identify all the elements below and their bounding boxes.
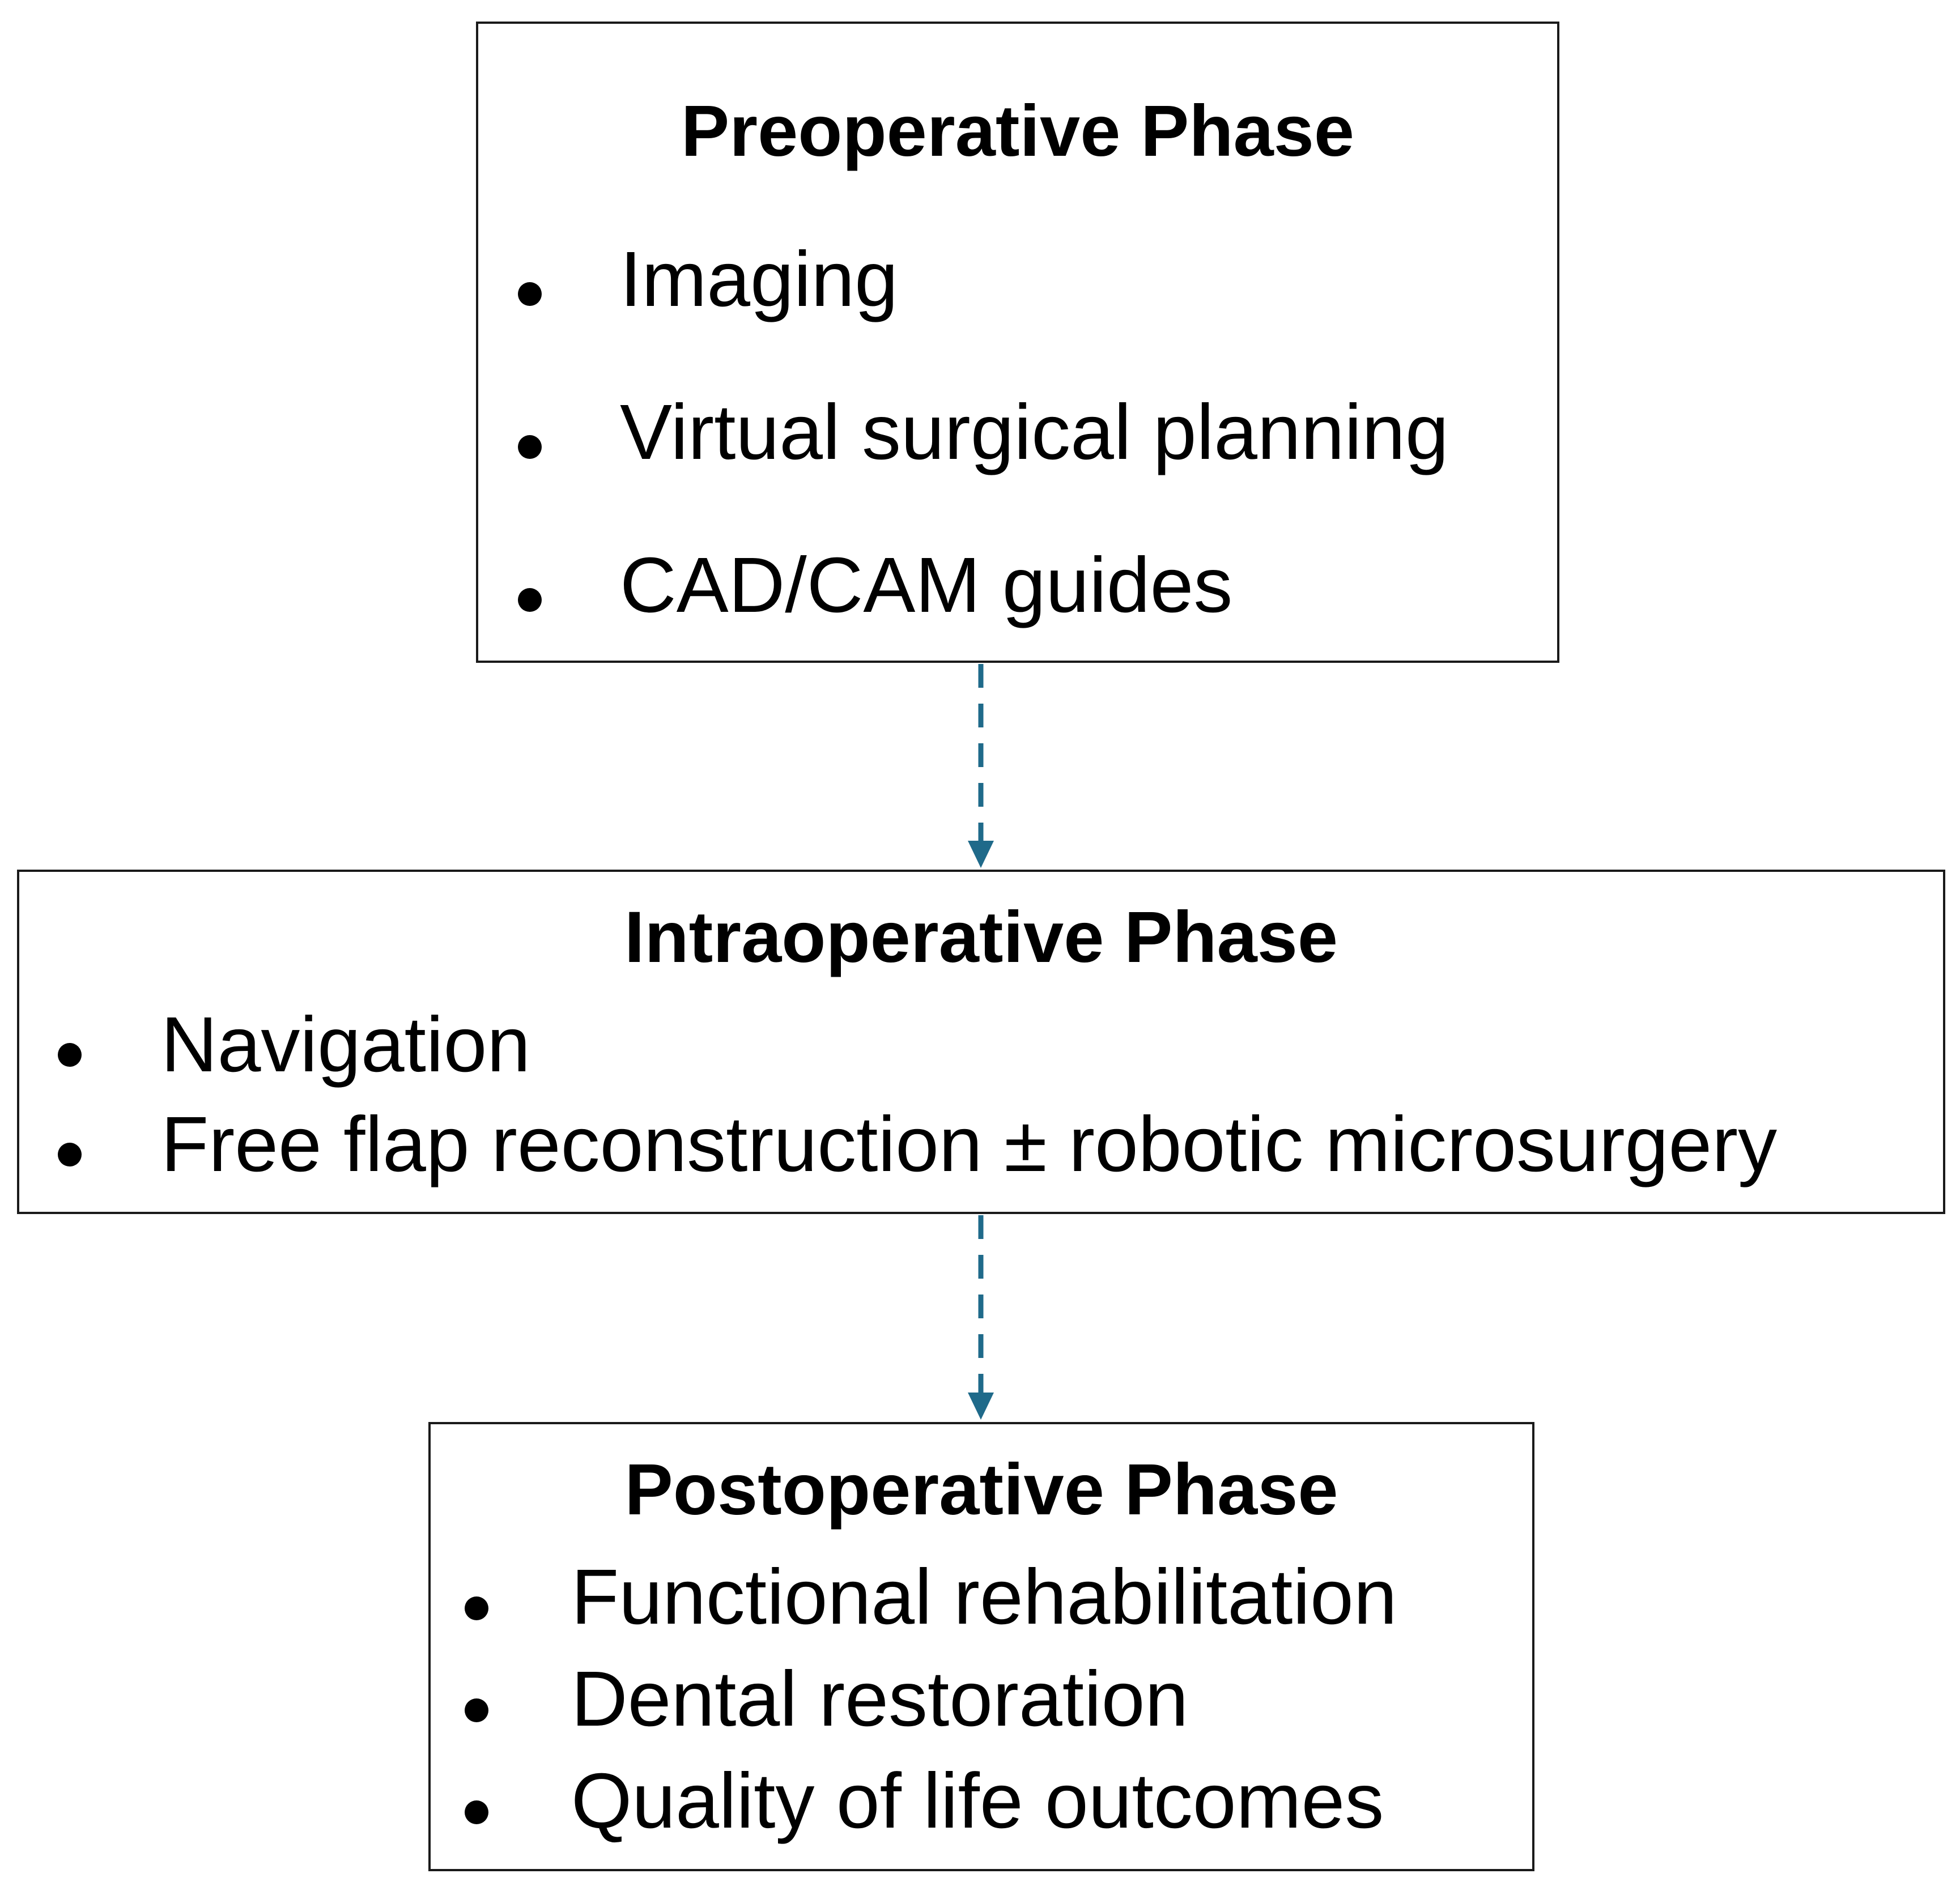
intraoperative-item-free-flap: Free flap reconstruction ± robotic micro… [161,1101,1778,1188]
preoperative-item-imaging: Imaging [620,236,898,323]
postoperative-item-functional-rehab: Functional rehabilitation [571,1553,1397,1641]
bullet-icon [58,1143,82,1166]
bullet-icon [465,1800,488,1824]
bullet-icon [518,435,542,459]
postoperative-item-dental-restoration: Dental restoration [571,1655,1189,1743]
bullet-icon [465,1698,488,1722]
intraoperative-item-navigation: Navigation [161,1001,531,1088]
bullet-icon [518,282,542,306]
arrowhead-icon [968,841,994,868]
bullet-icon [58,1043,82,1067]
arrow-pre-to-intra [968,664,994,868]
intraoperative-phase-box: Intraoperative Phase Navigation Free fla… [17,870,1945,1214]
postoperative-item-quality-of-life: Quality of life outcomes [571,1757,1384,1845]
preoperative-item-cad-cam-guides: CAD/CAM guides [620,542,1233,629]
postoperative-phase-box: Postoperative Phase Functional rehabilit… [428,1422,1534,1871]
arrowhead-icon [968,1393,994,1420]
intraoperative-phase-title: Intraoperative Phase [624,897,1338,978]
postoperative-phase-title: Postoperative Phase [624,1449,1338,1530]
preoperative-item-virtual-planning: Virtual surgical planning [620,389,1449,476]
preoperative-phase-box: Preoperative Phase Imaging Virtual surgi… [476,22,1559,663]
preoperative-phase-title: Preoperative Phase [681,91,1355,172]
bullet-icon [465,1596,488,1620]
bullet-icon [518,588,542,612]
arrow-intra-to-post [968,1215,994,1420]
